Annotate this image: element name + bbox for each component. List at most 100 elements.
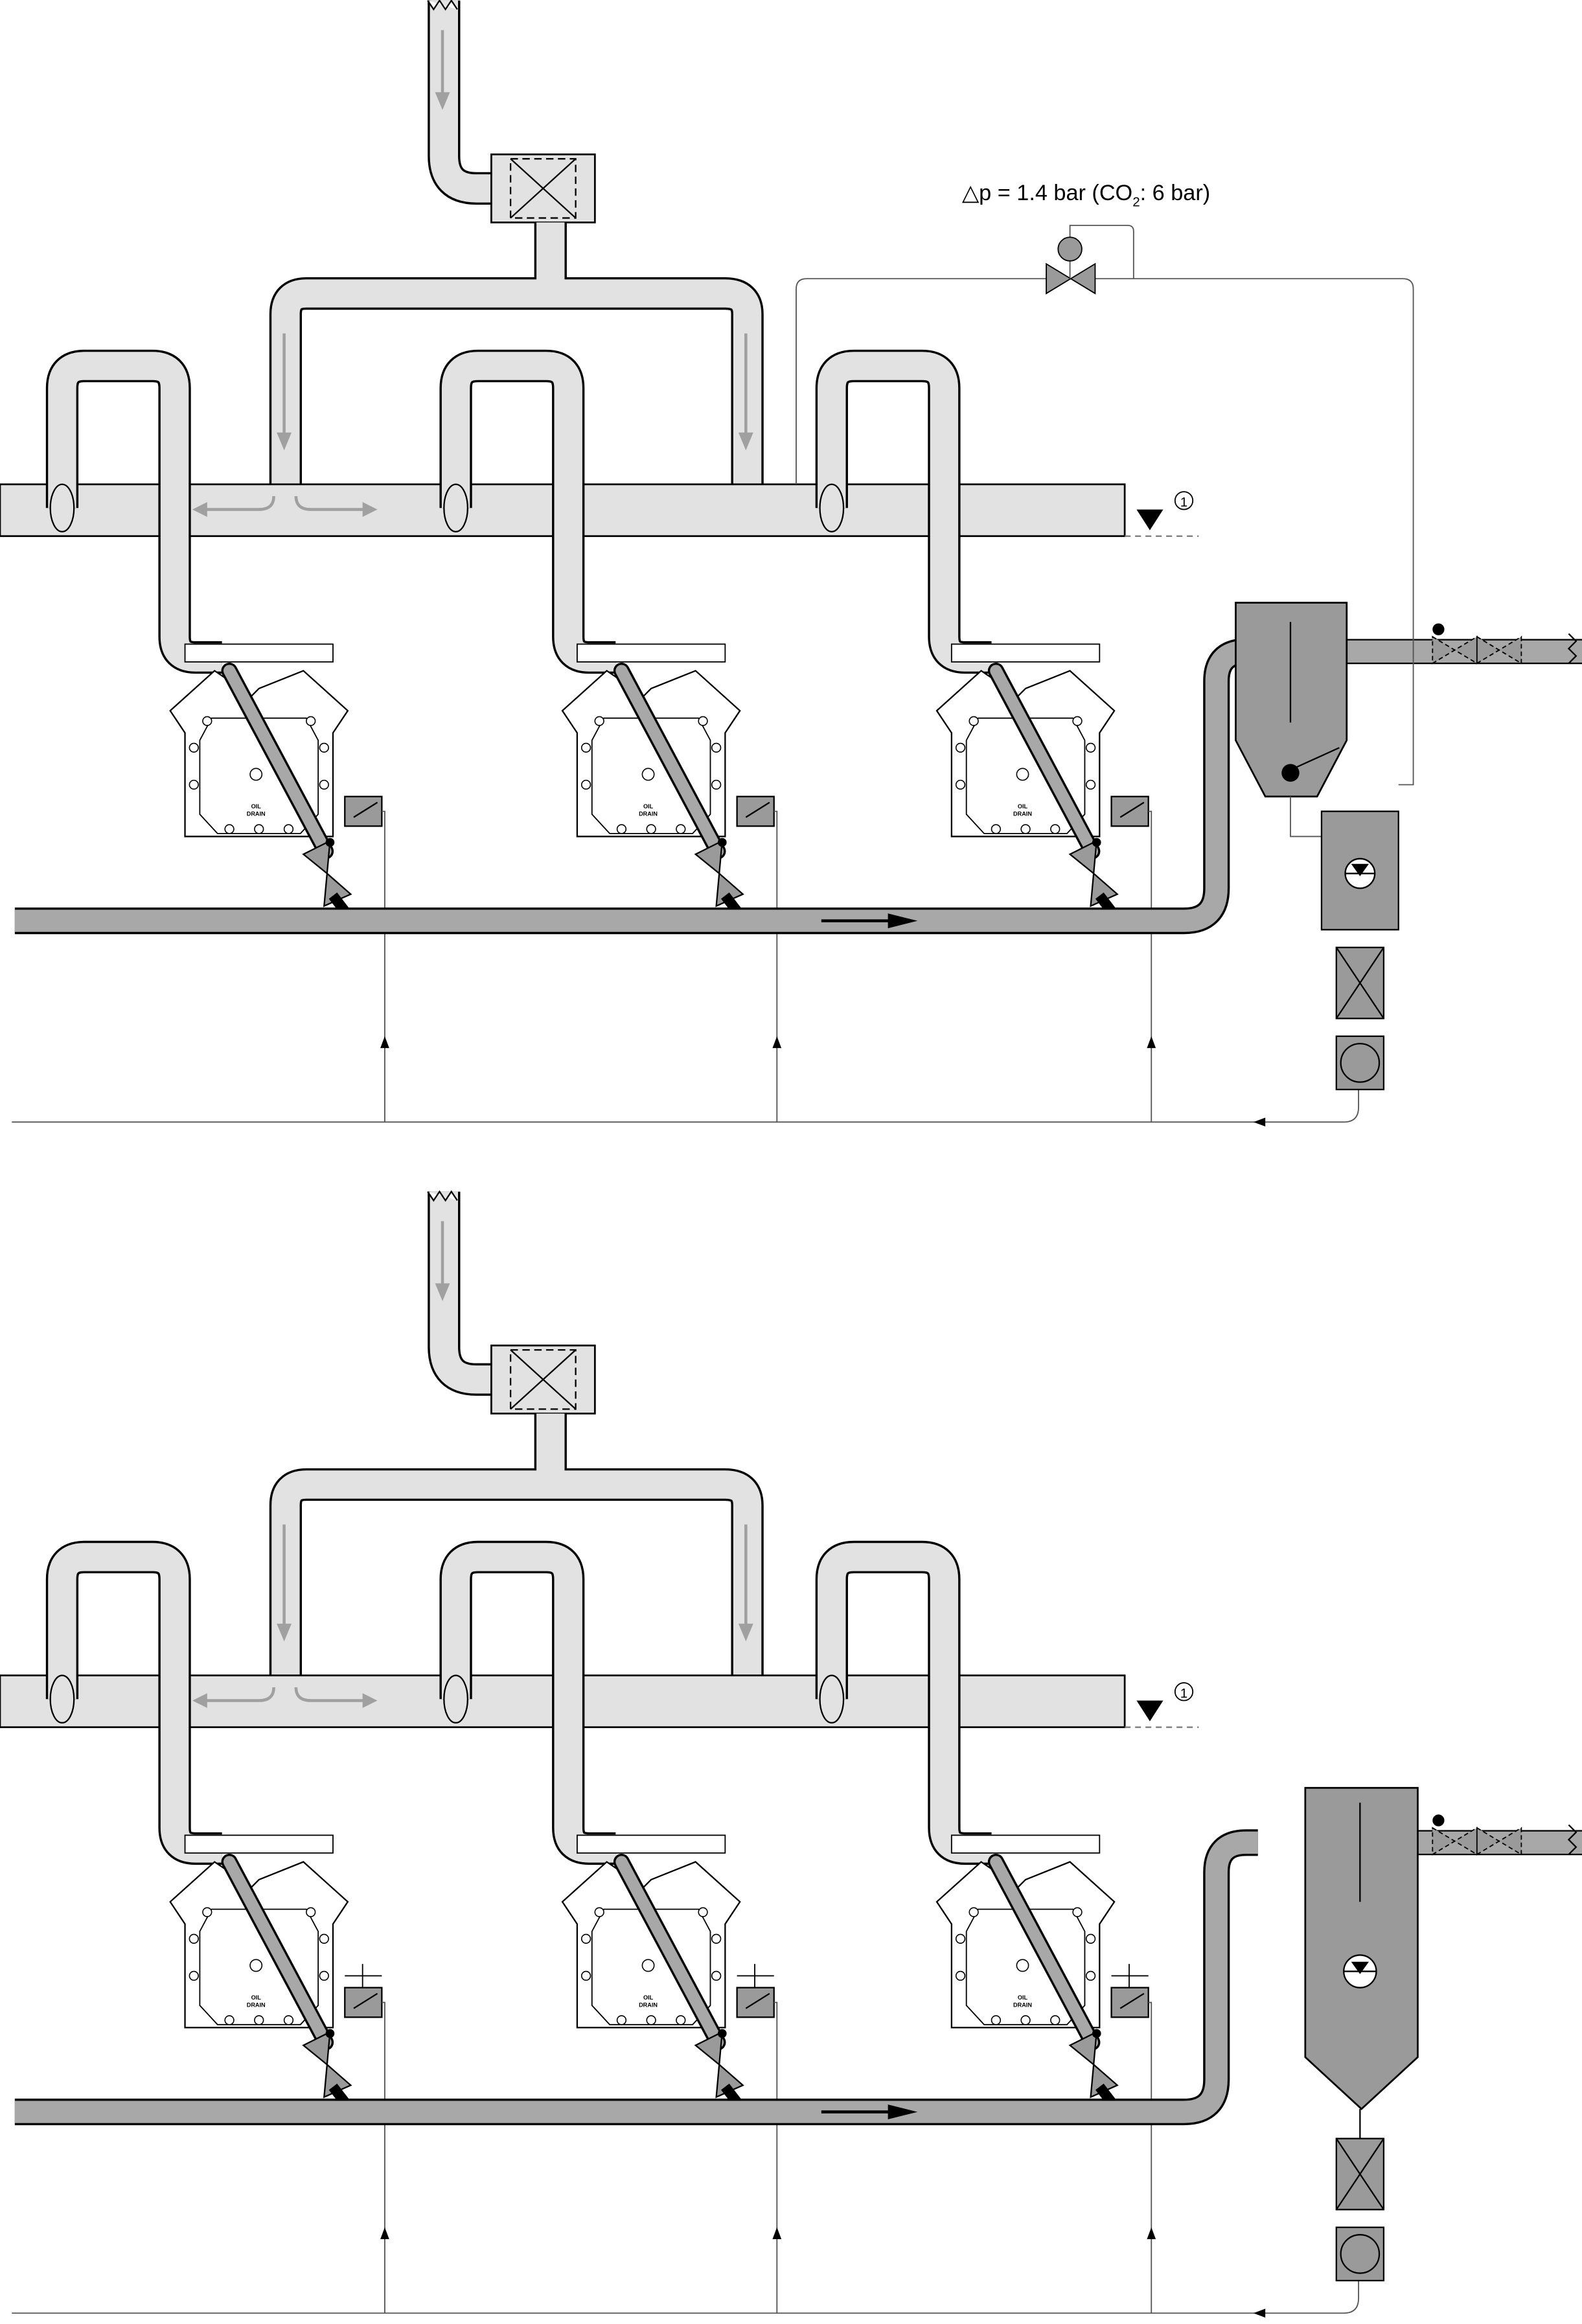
oil-drain-label: DRAIN	[247, 2001, 266, 2008]
bolt	[1072, 1907, 1083, 1917]
bolt	[969, 1907, 979, 1917]
bolt	[955, 779, 966, 790]
bolt	[319, 1933, 329, 1944]
bolt	[955, 742, 966, 753]
bolt	[1085, 1970, 1096, 1981]
signal-line	[1148, 2001, 1152, 2314]
flow-arrow-head	[435, 1283, 450, 1301]
oil-level-switch	[344, 795, 383, 827]
bolt	[283, 824, 294, 834]
check-valve-icon	[694, 839, 744, 907]
sight-glass-icon	[249, 768, 263, 781]
compressor-head	[576, 643, 726, 663]
distribution-pipe	[271, 1413, 762, 1676]
bolt	[1085, 742, 1096, 753]
valve-actuator-dot	[1432, 1814, 1445, 1827]
bolt	[711, 742, 722, 753]
bolt	[991, 824, 1002, 834]
switch-contact	[1119, 1992, 1145, 2009]
signal-arrow-icon	[380, 1036, 389, 1049]
sight-glass-icon	[641, 1959, 655, 1972]
compressor-head	[950, 1834, 1101, 1854]
bolt	[616, 2015, 627, 2025]
suction-loop	[441, 1543, 616, 1863]
compressor-head	[576, 1834, 726, 1854]
bolt	[224, 824, 235, 834]
bolt	[189, 779, 199, 790]
valve-actuator-dot	[1092, 2029, 1101, 2038]
solenoid-coil	[345, 1964, 382, 1988]
oil-drain-label: DRAIN	[639, 2001, 658, 2008]
oil-drain-label: DRAIN	[247, 810, 266, 817]
sight-glass-icon	[1340, 2234, 1381, 2274]
bolt	[254, 824, 264, 834]
bolt	[646, 2015, 656, 2025]
bolt	[955, 1933, 966, 1944]
sight-glass-icon	[249, 1959, 263, 1972]
bolt	[616, 824, 627, 834]
pipe-opening	[819, 483, 845, 532]
suction-loop	[818, 1543, 992, 1863]
bolt	[306, 716, 316, 726]
pipe-opening	[443, 1674, 469, 1724]
oil-drain-label: DRAIN	[1013, 810, 1032, 817]
bolt	[698, 1907, 708, 1917]
oil-drain-label: DRAIN	[639, 810, 658, 817]
signal-arrow-icon	[772, 1036, 782, 1049]
sight-glass-icon	[1340, 1043, 1381, 1083]
bolt	[991, 2015, 1002, 2025]
signal-line	[774, 810, 778, 1122]
oil-drain-label: DRAIN	[1013, 2001, 1032, 2008]
oil-drain-label: OIL	[643, 803, 654, 810]
level-marker-icon	[1136, 1700, 1164, 1722]
switch-contact	[353, 801, 378, 818]
float-ball	[1281, 764, 1300, 782]
pump-arrow-icon	[1345, 863, 1375, 876]
bolt	[676, 2015, 686, 2025]
oil-drain-label: OIL	[643, 1994, 654, 2001]
signal-arrow-icon	[772, 2227, 782, 2240]
level-marker-label: 1	[1180, 1686, 1187, 1701]
signal-line	[1148, 810, 1152, 1122]
level-marker-circle	[1174, 1682, 1194, 1702]
compressor-head	[184, 643, 334, 663]
bolt	[202, 1907, 212, 1917]
separator-drain-line	[1290, 796, 1322, 837]
pipe-opening	[49, 483, 75, 532]
suction-loop	[48, 1543, 222, 1863]
switch-contact	[353, 1992, 378, 2009]
pipe-break-icon	[1567, 633, 1577, 664]
filter-x-icon	[1335, 2138, 1384, 2210]
bolt	[711, 1933, 722, 1944]
valve-actuator-dot	[717, 837, 727, 847]
oil-drain-line	[223, 1856, 332, 2049]
switch-contact	[1119, 801, 1145, 818]
switch-contact	[745, 1992, 770, 2009]
solenoid-coil	[737, 1964, 774, 1988]
signal-arrow-icon	[1147, 2227, 1156, 2240]
bolt	[189, 1970, 199, 1981]
flow-arrow-head	[888, 913, 918, 929]
bolt	[1085, 779, 1096, 790]
bolt	[1050, 824, 1060, 834]
valve-actuator-dot	[1432, 623, 1445, 635]
level-marker-icon	[1136, 509, 1164, 530]
bolt	[319, 779, 329, 790]
oil-drain-line	[223, 665, 332, 858]
bolt	[646, 824, 656, 834]
oil-drain-label: OIL	[251, 1994, 262, 2001]
switch-contact	[745, 801, 770, 818]
check-valve-icon	[694, 2031, 744, 2099]
compressor-head	[184, 1834, 334, 1854]
oil-drain-label: OIL	[251, 803, 262, 810]
shutoff-valve-icon	[1432, 1827, 1522, 1856]
flow-arrow-head	[277, 1623, 292, 1642]
pipe-break-icon	[1567, 1824, 1577, 1855]
header-flow-arrows	[200, 1687, 371, 1702]
valve-actuator-dot	[1092, 837, 1101, 847]
bolt	[202, 716, 212, 726]
return-arrow-icon	[1253, 2308, 1266, 2318]
signal-line	[774, 2001, 778, 2314]
pressure-pilot-icon	[1057, 236, 1083, 262]
signal-line	[382, 810, 385, 1122]
